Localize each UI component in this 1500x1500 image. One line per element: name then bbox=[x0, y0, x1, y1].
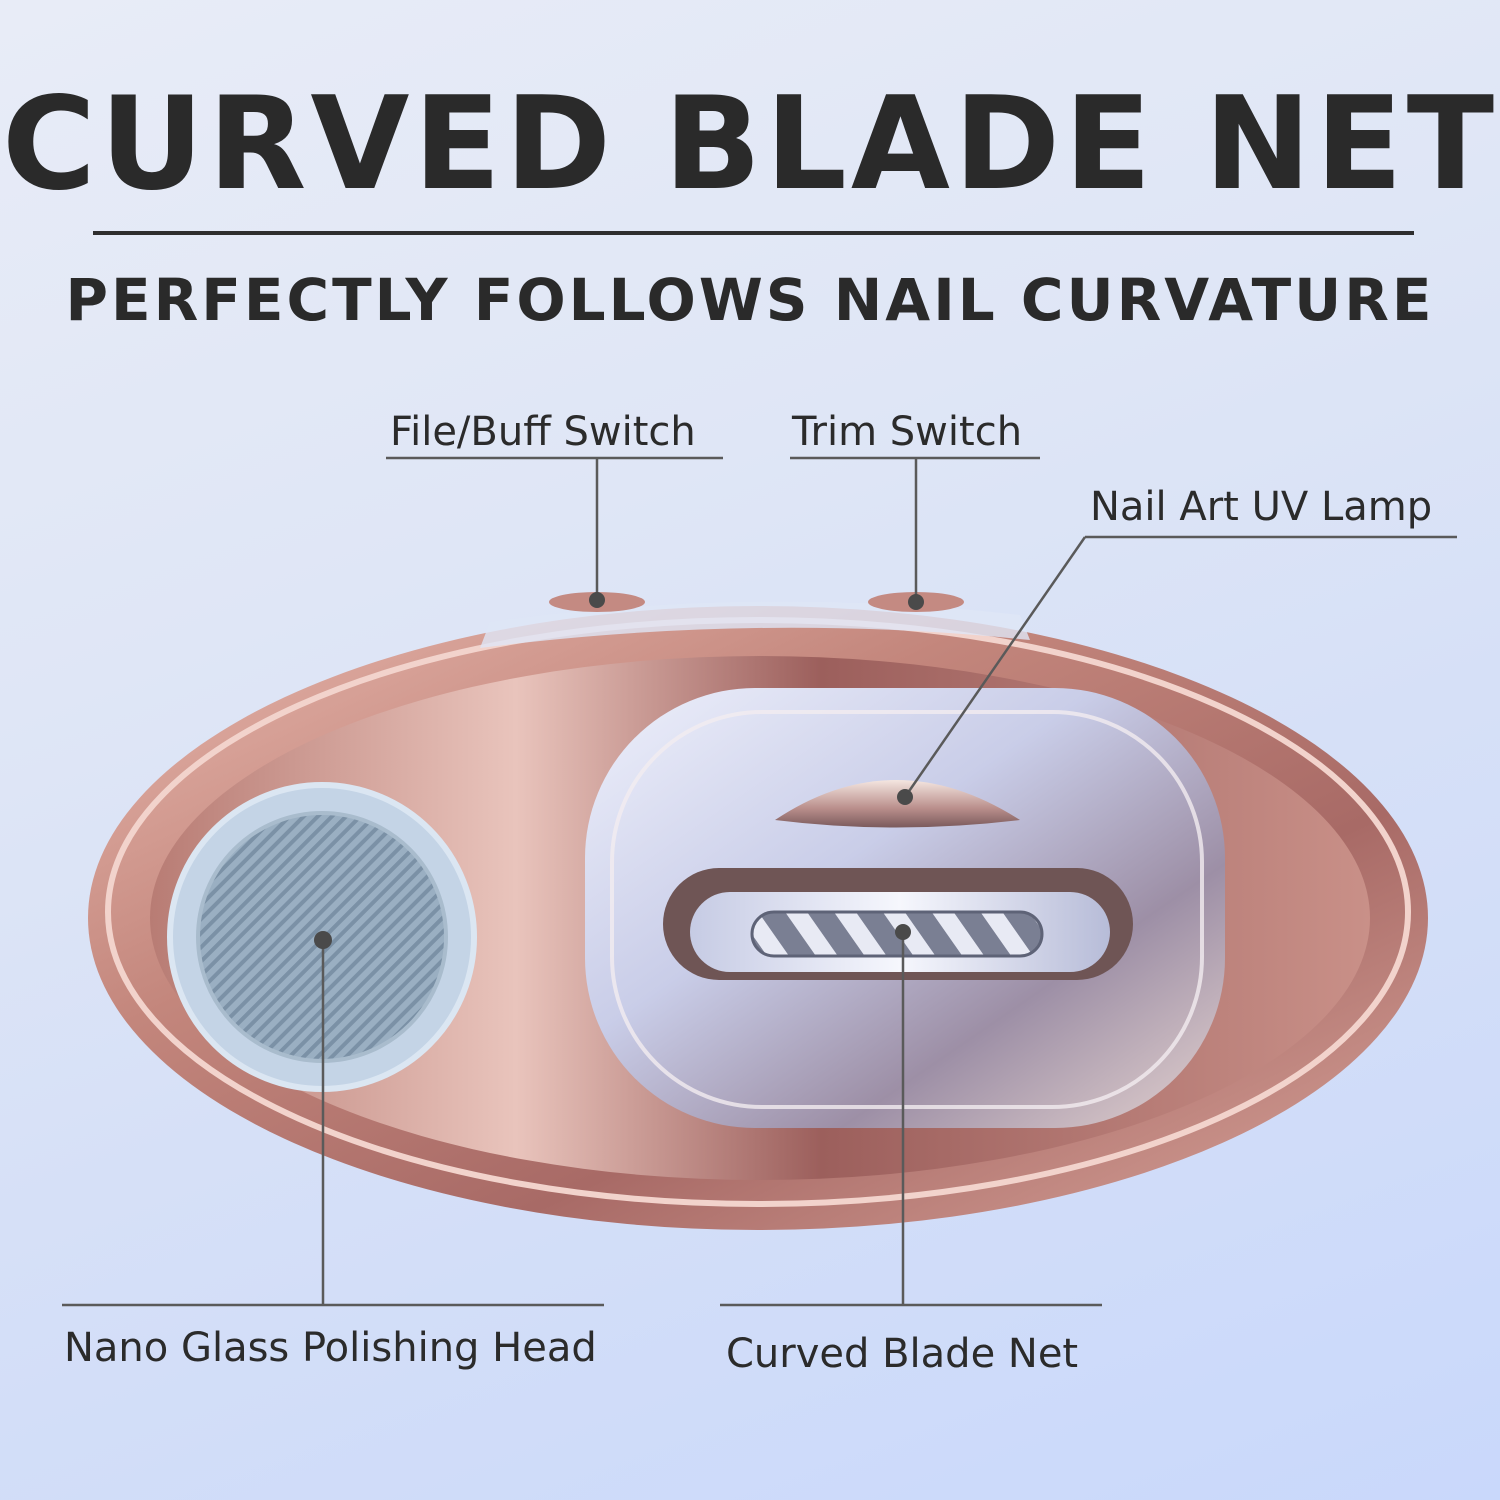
callout-blade-net: Curved Blade Net bbox=[726, 1331, 1079, 1377]
page-subtitle: PERFECTLY FOLLOWS NAIL CURVATURE bbox=[65, 266, 1435, 334]
callout-file-buff-switch: File/Buff Switch bbox=[390, 409, 696, 455]
page-title: CURVED BLADE NET bbox=[1, 70, 1499, 219]
callout-trim-switch: Trim Switch bbox=[792, 409, 1023, 455]
callout-uv-lamp: Nail Art UV Lamp bbox=[1090, 484, 1433, 530]
callout-polishing-head: Nano Glass Polishing Head bbox=[64, 1325, 597, 1371]
title-divider bbox=[93, 231, 1414, 235]
